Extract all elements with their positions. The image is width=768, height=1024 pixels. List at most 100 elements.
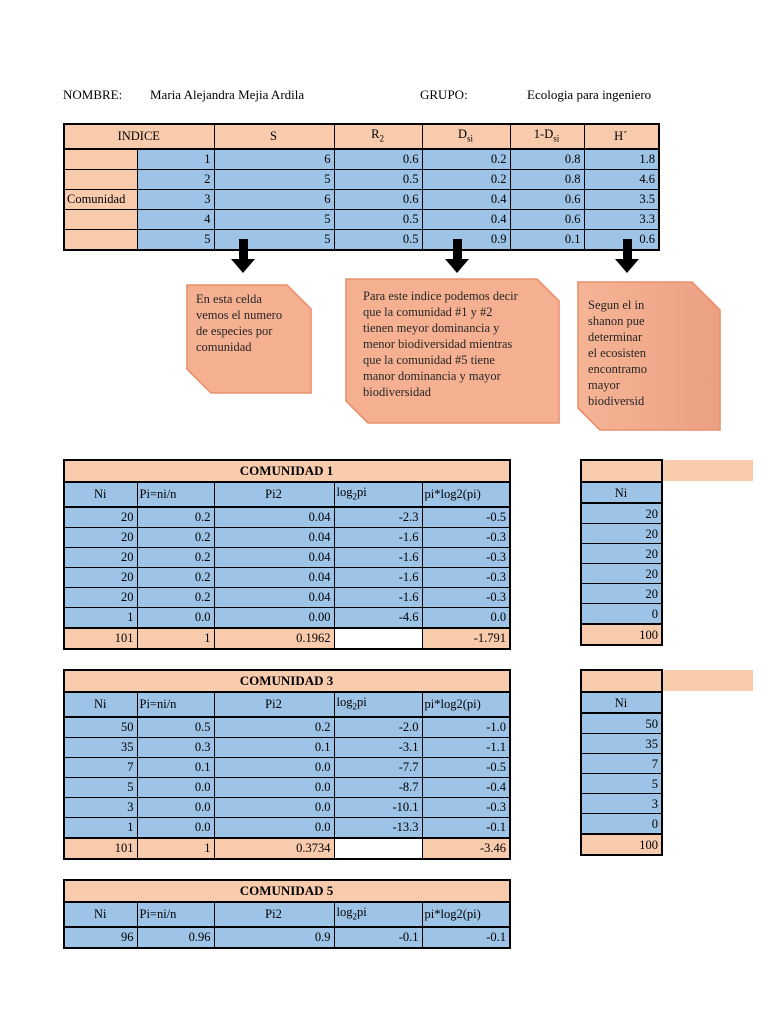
cell: 0.0 [213, 816, 335, 838]
column-header-row: Ni Pi=ni/n Pi2 log2pi pi*log2(pi) [63, 481, 511, 508]
cell: -3.1 [333, 736, 423, 758]
cell: 3 [136, 188, 215, 210]
callout-line: Segun el in [588, 298, 645, 312]
table-title-row [580, 459, 663, 483]
callout-1-text: En esta celda vemos el numero de especie… [196, 291, 308, 355]
cell: -1.6 [333, 586, 423, 608]
cell: 50 [580, 712, 663, 734]
cell: 0.1 [213, 736, 335, 758]
col-header-s: S [213, 123, 335, 150]
callout-line: comunidad [196, 340, 252, 354]
callout-line: menor biodiversidad mientras [363, 337, 513, 351]
log-base: log [336, 695, 353, 709]
column-header-row: Ni [580, 481, 663, 504]
cell: 0.2 [136, 586, 215, 608]
col-header-1-dsi: 1-Dsi [509, 123, 585, 150]
total-row: 100 [580, 623, 663, 646]
col-header-pi2: Pi2 [213, 901, 335, 928]
cell: 20 [63, 566, 138, 588]
table-row: 4 5 0.5 0.4 0.6 3.3 [63, 208, 660, 230]
table-title-row: COMUNIDAD 3 [63, 669, 511, 693]
cell: 96 [63, 926, 138, 948]
cell: -0.3 [421, 586, 511, 608]
cell: -10.1 [333, 796, 423, 818]
cell: 0.5 [333, 208, 423, 230]
column-header-row: Ni [580, 691, 663, 714]
col-header-pilog: pi*log2(pi) [421, 691, 511, 718]
cell: 4 [136, 208, 215, 230]
callout-2-text: Para este indice podemos decir que la co… [363, 288, 553, 400]
cell: 0 [580, 813, 663, 835]
table-row: 5 5 0.5 0.9 0.1 0.6 [63, 228, 660, 250]
log-sub: 2 [352, 911, 357, 922]
cell: -1.0 [421, 716, 511, 738]
cell: 0.6 [509, 208, 585, 230]
cell: 0.1 [509, 228, 585, 250]
cell: 101 [63, 626, 138, 649]
callout-line: de especies por [196, 324, 273, 338]
indice-title-cell: INDICE [63, 123, 215, 150]
cell: 0.04 [213, 506, 335, 528]
cell: 0.8 [509, 148, 585, 170]
cell: 5 [213, 208, 335, 230]
cell: 20 [580, 563, 663, 584]
cell: 20 [580, 502, 663, 524]
nombre-label: NOMBRE: [63, 87, 123, 102]
callout-line: mayor [588, 378, 620, 392]
col-header-ni: Ni [580, 481, 663, 504]
cell: 0.2 [136, 526, 215, 548]
cell: -0.3 [421, 566, 511, 588]
cell: 1 [63, 606, 138, 628]
cell: -2.3 [333, 506, 423, 528]
cell: 0.0 [136, 816, 215, 838]
cell: 0.4 [421, 188, 511, 210]
cell: 0.6 [509, 188, 585, 210]
table-row: 20 [580, 523, 663, 544]
od-sub: si [553, 133, 560, 144]
header-line: NOMBRE: Maria Alejandra Mejia Ardila GRU… [0, 87, 768, 105]
cell: 0.8 [509, 168, 585, 190]
cell: 0.9 [213, 926, 335, 948]
cell: -0.3 [421, 526, 511, 548]
table-title-row [580, 669, 663, 693]
cell: 0.2 [421, 148, 511, 170]
cell: 6 [213, 148, 335, 170]
col-header-ni: Ni [63, 901, 138, 928]
table-row: 5 [580, 773, 663, 794]
side-table-1: Ni 20 20 20 20 20 0 100 [580, 459, 663, 646]
cell: 5 [213, 168, 335, 190]
col-header-ni: Ni [63, 691, 138, 718]
cell: 0.2 [421, 168, 511, 190]
cell: 0.04 [213, 586, 335, 608]
down-arrow-icon [445, 239, 469, 273]
log-tail: pi [356, 695, 367, 709]
col-header-ni: Ni [63, 481, 138, 508]
table-row: Comunidad 3 6 0.6 0.4 0.6 3.5 [63, 188, 660, 210]
cell: 5 [136, 228, 215, 250]
cell: 3 [63, 796, 138, 818]
cell: 100 [580, 623, 663, 646]
cell: 0.1 [136, 756, 215, 778]
cell: 0.0 [136, 796, 215, 818]
table-row: 2 5 0.5 0.2 0.8 4.6 [63, 168, 660, 190]
cell: 0.1962 [213, 626, 335, 649]
callout-line: biodiversid [588, 394, 645, 408]
cell: 5 [580, 773, 663, 794]
log-sub: 2 [352, 491, 357, 502]
clipped-title-band [661, 670, 753, 691]
cell: 20 [580, 543, 663, 564]
cell: 0.9 [421, 228, 511, 250]
table-row: 20 [580, 583, 663, 604]
cell: 0.0 [213, 756, 335, 778]
table-title-row: COMUNIDAD 5 [63, 879, 511, 903]
down-arrow-icon [615, 239, 639, 273]
row-label-cell [63, 228, 138, 250]
cell: 0.0 [213, 776, 335, 798]
cell: 1.8 [583, 148, 660, 170]
